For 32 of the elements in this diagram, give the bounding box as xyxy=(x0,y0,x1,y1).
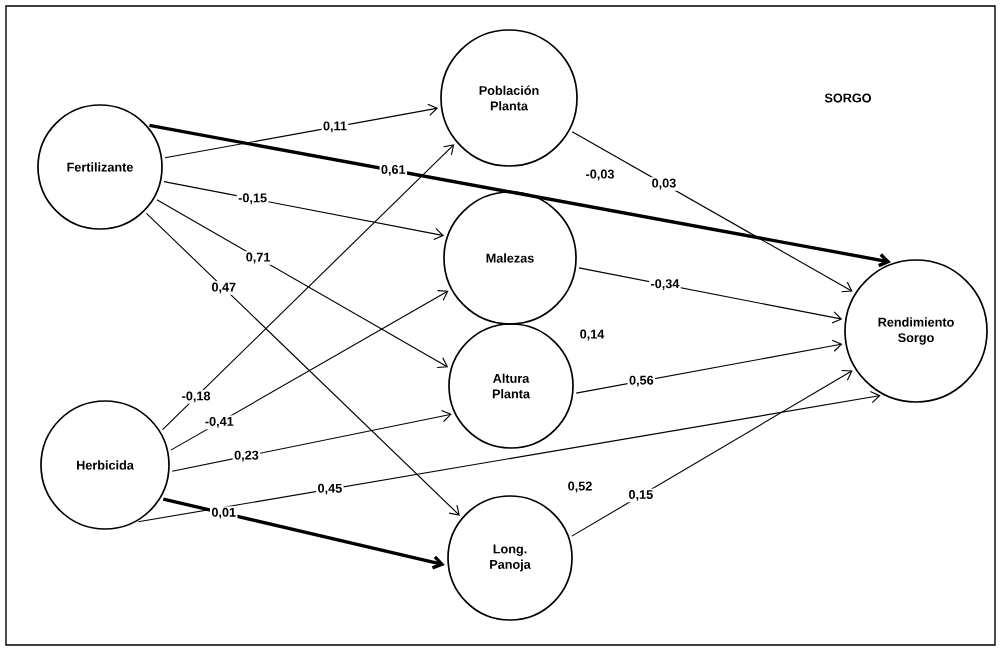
label: SORGO xyxy=(823,92,873,104)
label: -0,03 xyxy=(584,168,616,182)
arrow xyxy=(571,131,853,293)
arrow xyxy=(145,212,460,516)
edge-label: -0,41 xyxy=(203,415,236,430)
label: 0,14 xyxy=(578,328,606,342)
arrow xyxy=(170,290,449,451)
edge-label: -0,34 xyxy=(649,277,681,292)
edge-label: 0,01 xyxy=(210,506,238,520)
arrow xyxy=(578,267,843,324)
edge-label: -0,18 xyxy=(180,390,212,404)
edge-label: 0,03 xyxy=(650,177,678,191)
arrow xyxy=(575,339,843,394)
arrow xyxy=(156,199,449,368)
arrow xyxy=(137,390,881,523)
edge-label: 0,23 xyxy=(232,449,261,463)
edge-label: -0,15 xyxy=(236,191,269,206)
edge-label: 0,15 xyxy=(627,488,655,503)
edge-label: 0,71 xyxy=(244,251,272,265)
arrow xyxy=(163,181,445,240)
arrow xyxy=(162,497,445,570)
arrow xyxy=(149,123,892,268)
edge-label: 0,11 xyxy=(321,120,349,134)
edge-label: 0,45 xyxy=(316,482,344,496)
arrow xyxy=(571,369,853,537)
edge-label: 0,47 xyxy=(210,281,238,295)
label: 0,52 xyxy=(566,480,594,494)
edge-label: 0,61 xyxy=(379,163,407,178)
edge-label: 0,56 xyxy=(627,374,656,388)
arrow xyxy=(171,409,452,472)
arrow xyxy=(164,103,439,159)
arrow xyxy=(162,144,455,431)
